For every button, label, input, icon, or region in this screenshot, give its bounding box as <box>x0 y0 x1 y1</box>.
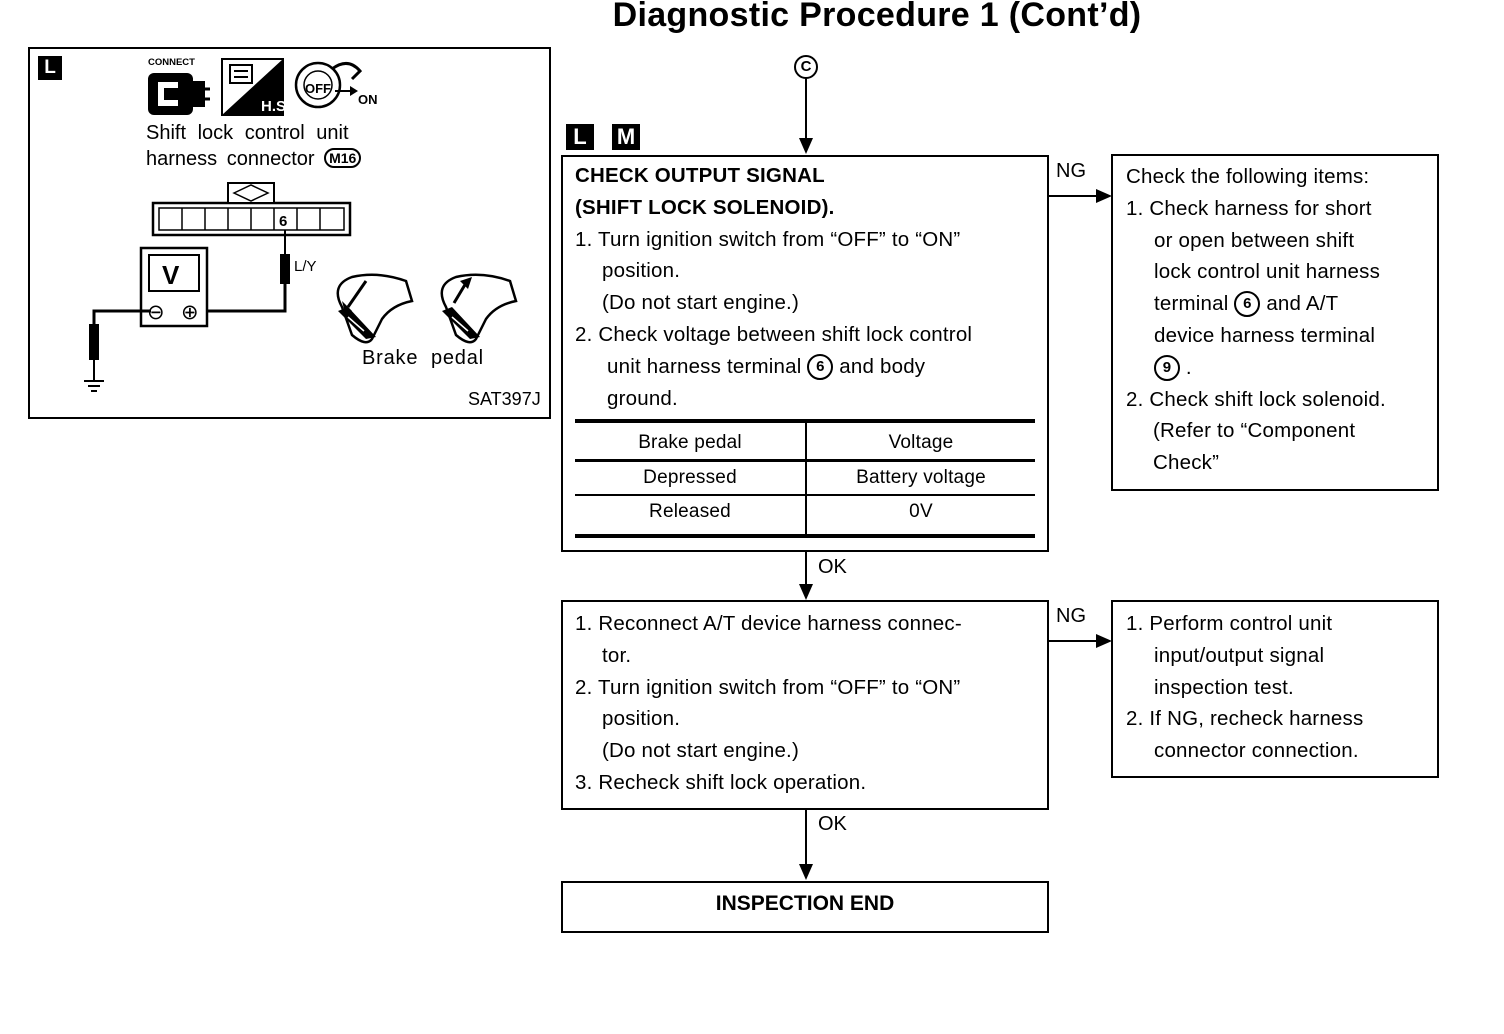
brake-depressed-icon <box>336 273 414 344</box>
step1-item1-line2: position. <box>602 259 681 283</box>
step1-check-output-signal: CHECK OUTPUT SIGNAL (SHIFT LOCK SOLENOID… <box>561 155 1049 552</box>
page-title: Diagnostic Procedure 1 (Cont’d) <box>612 0 1142 34</box>
ng2-line2: input/output signal <box>1154 643 1325 667</box>
harness-connector-drawing: 6 <box>151 182 352 237</box>
ng1-label: NG <box>1056 160 1086 182</box>
svg-text:CONNECT: CONNECT <box>148 57 195 68</box>
table-cell: Battery voltage <box>806 460 1035 496</box>
terminal-9-marker: 9 <box>1154 354 1180 381</box>
harness-side-icon: H.S. <box>221 58 290 116</box>
connector-id-badge: M16 <box>324 148 362 168</box>
ng2-line3: inspection test. <box>1154 675 1294 699</box>
ng1-line8: 2. Check shift lock solenoid. <box>1126 387 1386 411</box>
voltmeter-icon: V ⊖ ⊕ <box>139 246 209 328</box>
figure-drawing: CONNECT H.S. OFF ON <box>84 57 518 392</box>
arrow-ng2 <box>1048 634 1112 648</box>
step1-heading-line2: (SHIFT LOCK SOLENOID). <box>575 195 835 219</box>
ok2-label: OK <box>818 813 847 835</box>
step1-item2-line2: unit harness terminal 6 and body <box>575 351 1047 383</box>
ng1-line5-post: and A/T <box>1260 292 1339 316</box>
table-cell: Depressed <box>575 460 807 496</box>
brake-released-icon <box>440 273 518 344</box>
table-row: Depressed Battery voltage <box>575 460 1035 496</box>
connector-caption-line1: Shift lock control unit <box>146 122 349 144</box>
off-label: OFF <box>305 81 331 96</box>
ng2-perform-test: 1. Perform control unit input/output sig… <box>1111 600 1439 778</box>
connector-caption-line2: harness connector M16 <box>146 148 362 171</box>
ground-icon <box>84 380 104 392</box>
tag-m: M <box>612 124 640 150</box>
step1-item1-line3: (Do not start engine.) <box>602 291 799 315</box>
figure-code: SAT397J <box>468 389 541 409</box>
ng1-line2: 1. Check harness for short <box>1126 196 1372 220</box>
tag-l: L <box>566 124 594 150</box>
connect-icon: CONNECT <box>148 57 210 115</box>
ng1-line7: 9 . <box>1126 352 1437 384</box>
ng1-line10: Check” <box>1153 451 1220 475</box>
ng1-line3: or open between shift <box>1154 228 1355 252</box>
step1-item2-line2-post: and body <box>833 354 926 378</box>
arrow-ok1 <box>799 552 813 600</box>
ng1-line4: lock control unit harness <box>1154 260 1381 284</box>
ng2-label: NG <box>1056 605 1086 627</box>
ng1-line1: Check the following items: <box>1126 165 1370 188</box>
terminal-6-marker: 6 <box>1234 291 1261 318</box>
meter-plus: ⊕ <box>181 300 199 324</box>
voltage-spec-table: Brake pedal Voltage Depressed Battery vo… <box>575 419 1035 538</box>
ng1-line7-post: . <box>1185 355 1192 379</box>
table-header-row: Brake pedal Voltage <box>575 421 1035 462</box>
step2-recheck: 1. Reconnect A/T device harness connec- … <box>561 600 1049 810</box>
ok1-label: OK <box>818 556 847 578</box>
ng2-line5: connector connection. <box>1154 739 1359 763</box>
meter-symbol: V <box>162 260 180 290</box>
ng1-check-items: Check the following items: 1. Check harn… <box>1111 154 1439 491</box>
table-header-cell: Voltage <box>806 421 1035 462</box>
hs-label: H.S. <box>261 98 290 115</box>
ng2-line1: 1. Perform control unit <box>1126 612 1333 635</box>
step1-item2-line1: 2. Check voltage between shift lock cont… <box>575 322 973 346</box>
step2-line5: (Do not start engine.) <box>602 739 799 763</box>
figure-corner-tag: L <box>38 56 62 80</box>
start-connector-label: C <box>800 58 812 75</box>
arrow-start <box>799 78 813 154</box>
table-cell: Released <box>575 494 807 536</box>
ng1-line5-pre: terminal <box>1154 292 1229 316</box>
inspection-end-box: INSPECTION END <box>561 881 1049 933</box>
terminal-6-marker: 6 <box>807 353 834 380</box>
wire-color-label: L/Y <box>294 258 317 275</box>
table-row: Released 0V <box>575 494 1035 536</box>
connector-caption-text: harness connector <box>146 148 315 170</box>
ng1-line5: terminal 6 and A/T <box>1126 288 1437 320</box>
terminal-number: 6 <box>279 213 287 230</box>
meter-minus: ⊖ <box>147 300 165 324</box>
arrow-ng1 <box>1048 189 1112 203</box>
ng1-line9: (Refer to “Component <box>1153 419 1356 443</box>
step2-line3: 2. Turn ignition switch from “OFF” to “O… <box>575 675 961 699</box>
ng2-line4: 2. If NG, recheck harness <box>1126 707 1364 731</box>
connector-figure: L CONNECT H.S. OFF O <box>28 47 551 419</box>
step1-heading-line1: CHECK OUTPUT SIGNAL <box>575 164 825 187</box>
ignition-switch-icon: OFF ON <box>294 61 378 109</box>
on-label: ON <box>358 92 378 107</box>
inspection-end-label: INSPECTION END <box>715 892 895 915</box>
step2-line1: 1. Reconnect A/T device harness connec- <box>575 612 962 635</box>
arrow-ok2 <box>799 810 813 880</box>
brake-pedal-caption: Brake pedal <box>362 347 484 369</box>
step2-line4: position. <box>602 707 681 731</box>
step1-item2-line3: ground. <box>607 386 678 410</box>
step1-item1-line1: 1. Turn ignition switch from “OFF” to “O… <box>575 227 961 251</box>
step2-line6: 3. Recheck shift lock operation. <box>575 770 867 794</box>
table-header-cell: Brake pedal <box>575 421 807 462</box>
step2-line2: tor. <box>602 643 632 667</box>
table-cell: 0V <box>909 500 933 522</box>
step1-item2-line2-pre: unit harness terminal <box>607 354 802 378</box>
ng1-line6: device harness terminal <box>1154 323 1376 347</box>
